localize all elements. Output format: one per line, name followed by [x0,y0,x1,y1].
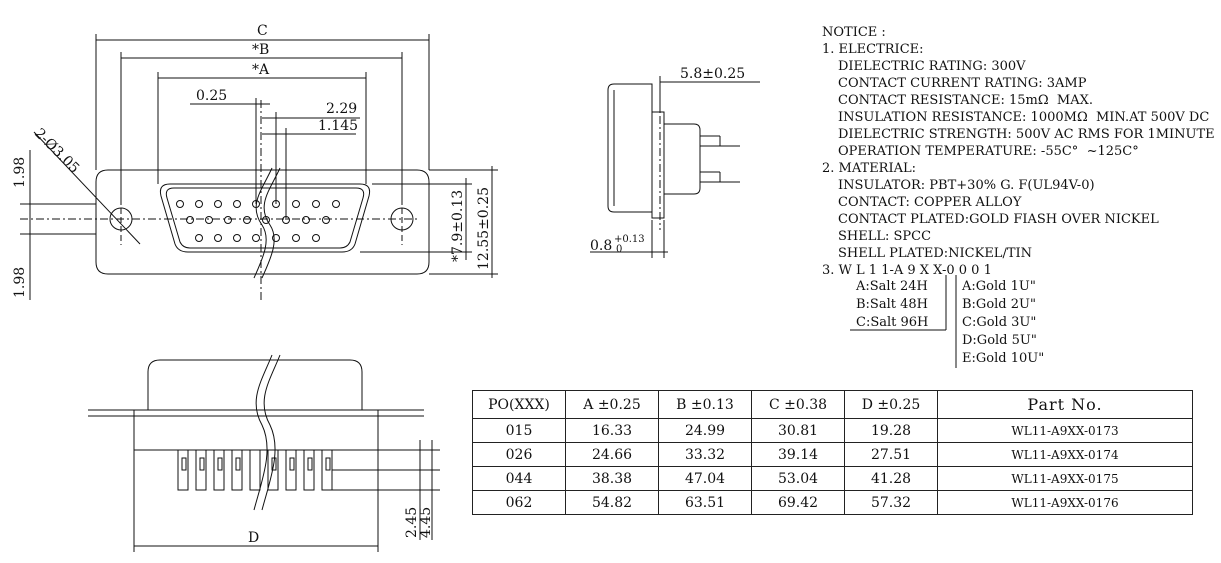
table-cell: 63.51 [658,490,752,515]
col-header: D ±0.25 [844,390,938,419]
pin-row-2 [186,216,330,224]
table-cell: 39.14 [751,442,845,467]
dim-hole-label: 2-Ø3.05 [31,126,82,177]
salt-option: B:Salt 48H [856,297,928,312]
electric-heading: 1. ELECTRICE: [822,42,924,57]
dim-d-label: D [248,530,259,546]
table-cell: 026 [472,442,566,467]
gold-option: C:Gold 3U" [962,315,1037,330]
salt-option: A:Salt 24H [856,279,928,294]
table-cell: 30.81 [751,418,845,443]
table-cell: 57.32 [844,490,938,515]
table-cell: 24.99 [658,418,752,443]
dim-198-bot-label: 1.98 [12,267,28,298]
dim-1145-label: 1.145 [318,118,358,134]
electric-line: DIELECTRIC STRENGTH: 500V AC RMS FOR 1MI… [838,127,1215,142]
table-cell: WL11-A9XX-0173 [937,418,1193,443]
side-flange [651,111,665,219]
col-header: PO(XXX) [472,390,566,419]
side-shell [664,123,701,195]
gold-options: A:Gold 1U" B:Gold 2U" C:Gold 3U" D:Gold … [962,278,1044,368]
bottom-insulator [133,415,379,451]
table-cell: 47.04 [658,466,752,491]
table-cell: 38.38 [565,466,659,491]
dim-a-label: *A [252,62,270,78]
bottom-shell [147,359,363,410]
table-cell: 062 [472,490,566,515]
electric-line: OPERATION TEMPERATURE: -55C° ~125C° [838,144,1139,159]
notice-block: NOTICE : 1. ELECTRICE: DIELECTRIC RATING… [822,24,1215,279]
electric-line: DIELECTRIC RATING: 300V [838,59,1026,74]
dim-79-label: *7.9±0.13 [450,190,466,262]
table-cell: WL11-A9XX-0175 [937,466,1193,491]
dim-198-top-label: 1.98 [12,157,28,188]
gold-option: A:Gold 1U" [962,279,1036,294]
table-cell: 27.51 [844,442,938,467]
material-heading: 2. MATERIAL: [822,161,917,176]
salt-option: C:Salt 96H [856,315,929,330]
table-cell: WL11-A9XX-0176 [937,490,1193,515]
salt-options: A:Salt 24H B:Salt 48H C:Salt 96H [856,278,928,332]
material-line: SHELL PLATED:NICKEL/TIN [838,246,1033,261]
front-shell-d [159,183,371,253]
pin-row-3 [195,234,320,242]
bottom-flange [133,409,379,417]
table-cell: 015 [472,418,566,443]
dim-1255-label: 12.55±0.25 [476,187,492,270]
material-line: CONTACT PLATED:GOLD FIASH OVER NICKEL [838,212,1159,227]
col-header: Part No. [937,390,1193,419]
dim-445-label: 4.45 [418,507,434,538]
bottom-pins [177,449,333,491]
dim-08-label: 0.8 [590,238,612,254]
notice-title: NOTICE : [822,25,886,40]
material-line: CONTACT: COPPER ALLOY [838,195,1022,210]
table-cell: 16.33 [565,418,659,443]
dim-58-label: 5.8±0.25 [680,66,745,82]
table-cell: WL11-A9XX-0174 [937,442,1193,467]
dim-c-label: C [257,23,268,39]
table-cell: 044 [472,466,566,491]
gold-option: E:Gold 10U" [962,351,1045,366]
table-cell: 33.32 [658,442,752,467]
material-line: SHELL: SPCC [838,229,932,244]
front-shell-inner [165,187,365,249]
dim-08-tol-up: +0.13 [614,234,645,245]
table-cell: 41.28 [844,466,938,491]
electric-line: INSULATION RESISTANCE: 1000MΩ MIN.AT 500… [838,110,1210,125]
dim-08-tol-low: 0 [616,244,622,255]
break-line-bottom [253,354,273,511]
side-body [607,83,653,213]
table-row: 026 24.66 33.32 39.14 27.51 WL11-A9XX-01… [472,442,1193,467]
table-row: 062 54.82 63.51 69.42 57.32 WL11-A9XX-01… [472,490,1193,515]
table-cell: 24.66 [565,442,659,467]
dim-025-label: 0.25 [196,88,227,104]
dim-245-label: 2.45 [404,507,420,538]
table-header-row: PO(XXX) A ±0.25 B ±0.13 C ±0.38 D ±0.25 … [472,390,1193,419]
table-cell: 19.28 [844,418,938,443]
col-header: B ±0.13 [658,390,752,419]
material-line: INSULATOR: PBT+30% G. F(UL94V-0) [838,178,1095,193]
pin-row-1 [176,200,340,208]
table-cell: 53.04 [751,466,845,491]
dim-229-label: 2.29 [326,101,357,117]
front-flange [95,169,430,275]
gold-option: D:Gold 5U" [962,333,1037,348]
table-row: 044 38.38 47.04 53.04 41.28 WL11-A9XX-01… [472,466,1193,491]
table-row: 015 16.33 24.99 30.81 19.28 WL11-A9XX-01… [472,418,1193,443]
electric-line: CONTACT CURRENT RATING: 3AMP [838,76,1087,91]
col-header: C ±0.38 [751,390,845,419]
part-number-table: PO(XXX) A ±0.25 B ±0.13 C ±0.38 D ±0.25 … [472,390,1193,515]
table-cell: 54.82 [565,490,659,515]
col-header: A ±0.25 [565,390,659,419]
gold-option: B:Gold 2U" [962,297,1036,312]
table-cell: 69.42 [751,490,845,515]
part-code-line: 3. W L 1 1-A 9 X X-0 0 0 1 [822,263,992,278]
electric-line: CONTACT RESISTANCE: 15mΩ MAX. [838,93,1093,108]
dim-b-label: *B [252,42,269,58]
